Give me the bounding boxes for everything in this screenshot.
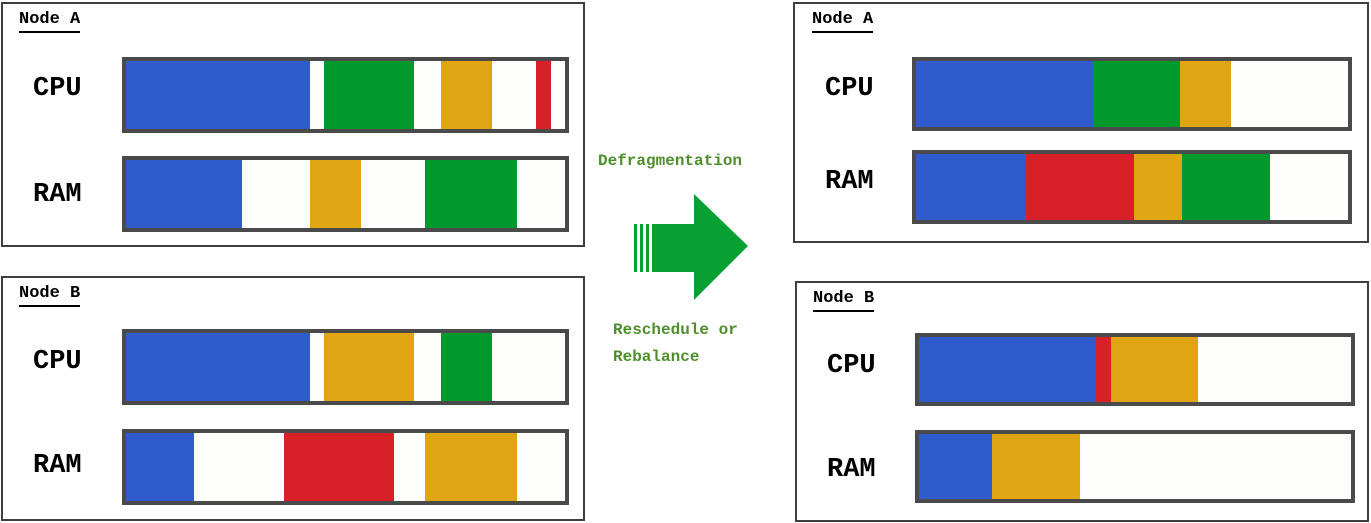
yellow-usage-segment [1111,337,1198,402]
blue-usage-segment [919,337,1097,402]
yellow-usage-segment [992,434,1080,499]
defragmentation-caption: Defragmentation [598,152,743,170]
rebalance-caption: Rebalance [613,348,700,366]
yellow-usage-segment [424,433,517,501]
after-node-a-panel: Node A CPU RAM [793,2,1369,243]
ram-label: RAM [825,167,874,197]
reschedule-caption: Reschedule or [613,321,738,339]
ram-usage-bar [122,156,569,232]
blue-usage-segment [126,433,195,501]
cpu-usage-bar [912,57,1352,131]
cpu-label: CPU [827,351,876,381]
arrow-motion-line [634,224,637,272]
yellow-usage-segment [323,333,414,401]
yellow-usage-segment [440,61,492,129]
blue-usage-segment [126,333,311,401]
red-usage-segment [536,61,551,129]
red-usage-segment [1026,154,1135,220]
node-title: Node B [813,289,875,312]
green-usage-segment [323,61,414,129]
before-node-b-panel: Node B CPU RAM [1,276,585,521]
arrow-graphic [634,194,748,300]
blue-usage-segment [126,160,243,228]
red-usage-segment [284,433,394,501]
after-node-b-panel: Node B CPU RAM [795,281,1369,522]
cpu-label: CPU [825,74,874,104]
arrow-motion-line [646,224,649,272]
yellow-usage-segment [310,160,361,228]
green-usage-segment [424,160,517,228]
cpu-label: CPU [33,74,82,104]
ram-label: RAM [827,455,876,485]
yellow-usage-segment [1134,154,1182,220]
green-usage-segment [440,333,492,401]
node-title: Node B [19,284,81,307]
green-usage-segment [1093,61,1180,127]
ram-usage-bar [122,429,569,505]
node-title: Node A [19,10,81,33]
yellow-usage-segment [1179,61,1232,127]
arrow-head [652,194,748,300]
green-usage-segment [1181,154,1271,220]
red-usage-segment [1096,337,1112,402]
blue-usage-segment [916,154,1027,220]
cpu-label: CPU [33,347,82,377]
ram-usage-bar [912,150,1352,224]
right-arrow-icon [626,190,752,307]
blue-usage-segment [916,61,1094,127]
ram-label: RAM [33,180,82,210]
ram-label: RAM [33,451,82,481]
node-title: Node A [812,10,874,33]
ram-usage-bar [915,430,1355,503]
before-node-a-panel: Node A CPU RAM [1,2,585,247]
cpu-usage-bar [122,329,569,405]
blue-usage-segment [919,434,993,499]
cpu-usage-bar [122,57,569,133]
cpu-usage-bar [915,333,1355,406]
arrow-motion-line [640,224,643,272]
blue-usage-segment [126,61,311,129]
